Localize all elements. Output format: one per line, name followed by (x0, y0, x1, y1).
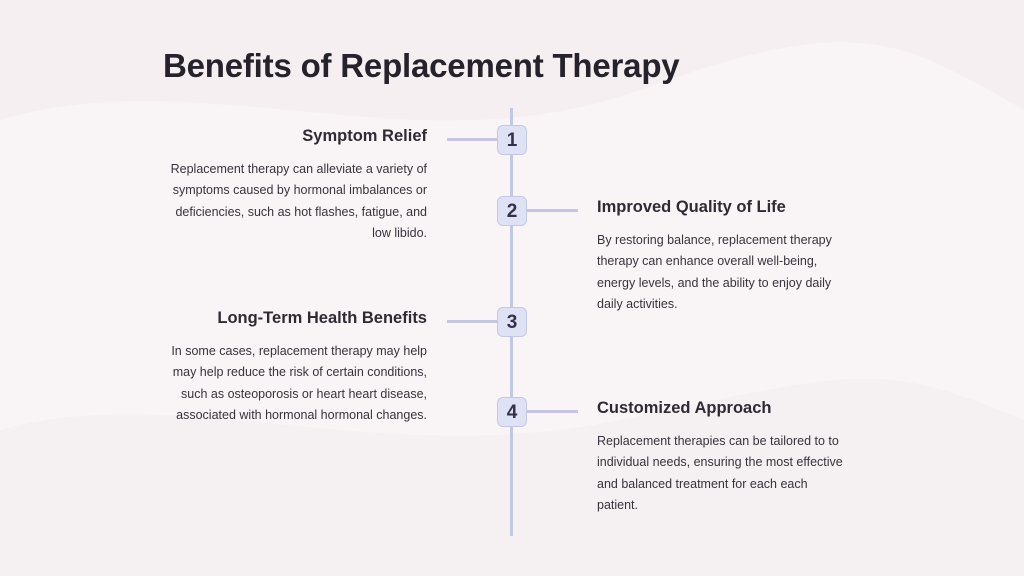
timeline-item-description: Replacement therapy can alleviate a vari… (170, 162, 427, 240)
timeline-connector-1 (447, 138, 497, 141)
timeline-item-description: In some cases, replacement therapy may h… (171, 344, 427, 422)
timeline-connector-2 (527, 209, 578, 212)
timeline-connector-3 (447, 320, 497, 323)
timeline-item-improved-quality-of-life: Improved Quality of Life By restoring ba… (597, 196, 849, 315)
timeline-marker-3: 3 (497, 307, 527, 337)
timeline-connector-4 (527, 410, 578, 413)
timeline-marker-2: 2 (497, 196, 527, 226)
timeline-item-heading: Symptom Relief (302, 127, 427, 145)
timeline-item-heading: Long-Term Health Benefits (217, 309, 427, 327)
timeline-item-heading: Customized Approach (597, 399, 772, 417)
timeline-item-heading: Improved Quality of Life (597, 198, 786, 216)
timeline-marker-4: 4 (497, 397, 527, 427)
timeline-item-customized-approach: Customized Approach Replacement therapie… (597, 397, 849, 516)
timeline-item-symptom-relief: Symptom Relief Replacement therapy can a… (162, 125, 427, 244)
timeline-item-description: Replacement therapies can be tailored to… (597, 434, 843, 512)
slide-title: Benefits of Replacement Therapy (163, 47, 680, 84)
timeline-item-description: By restoring balance, replacement therap… (597, 233, 832, 311)
timeline-marker-1: 1 (497, 125, 527, 155)
timeline-item-long-term-health-benefits: Long-Term Health Benefits In some cases,… (162, 307, 427, 426)
